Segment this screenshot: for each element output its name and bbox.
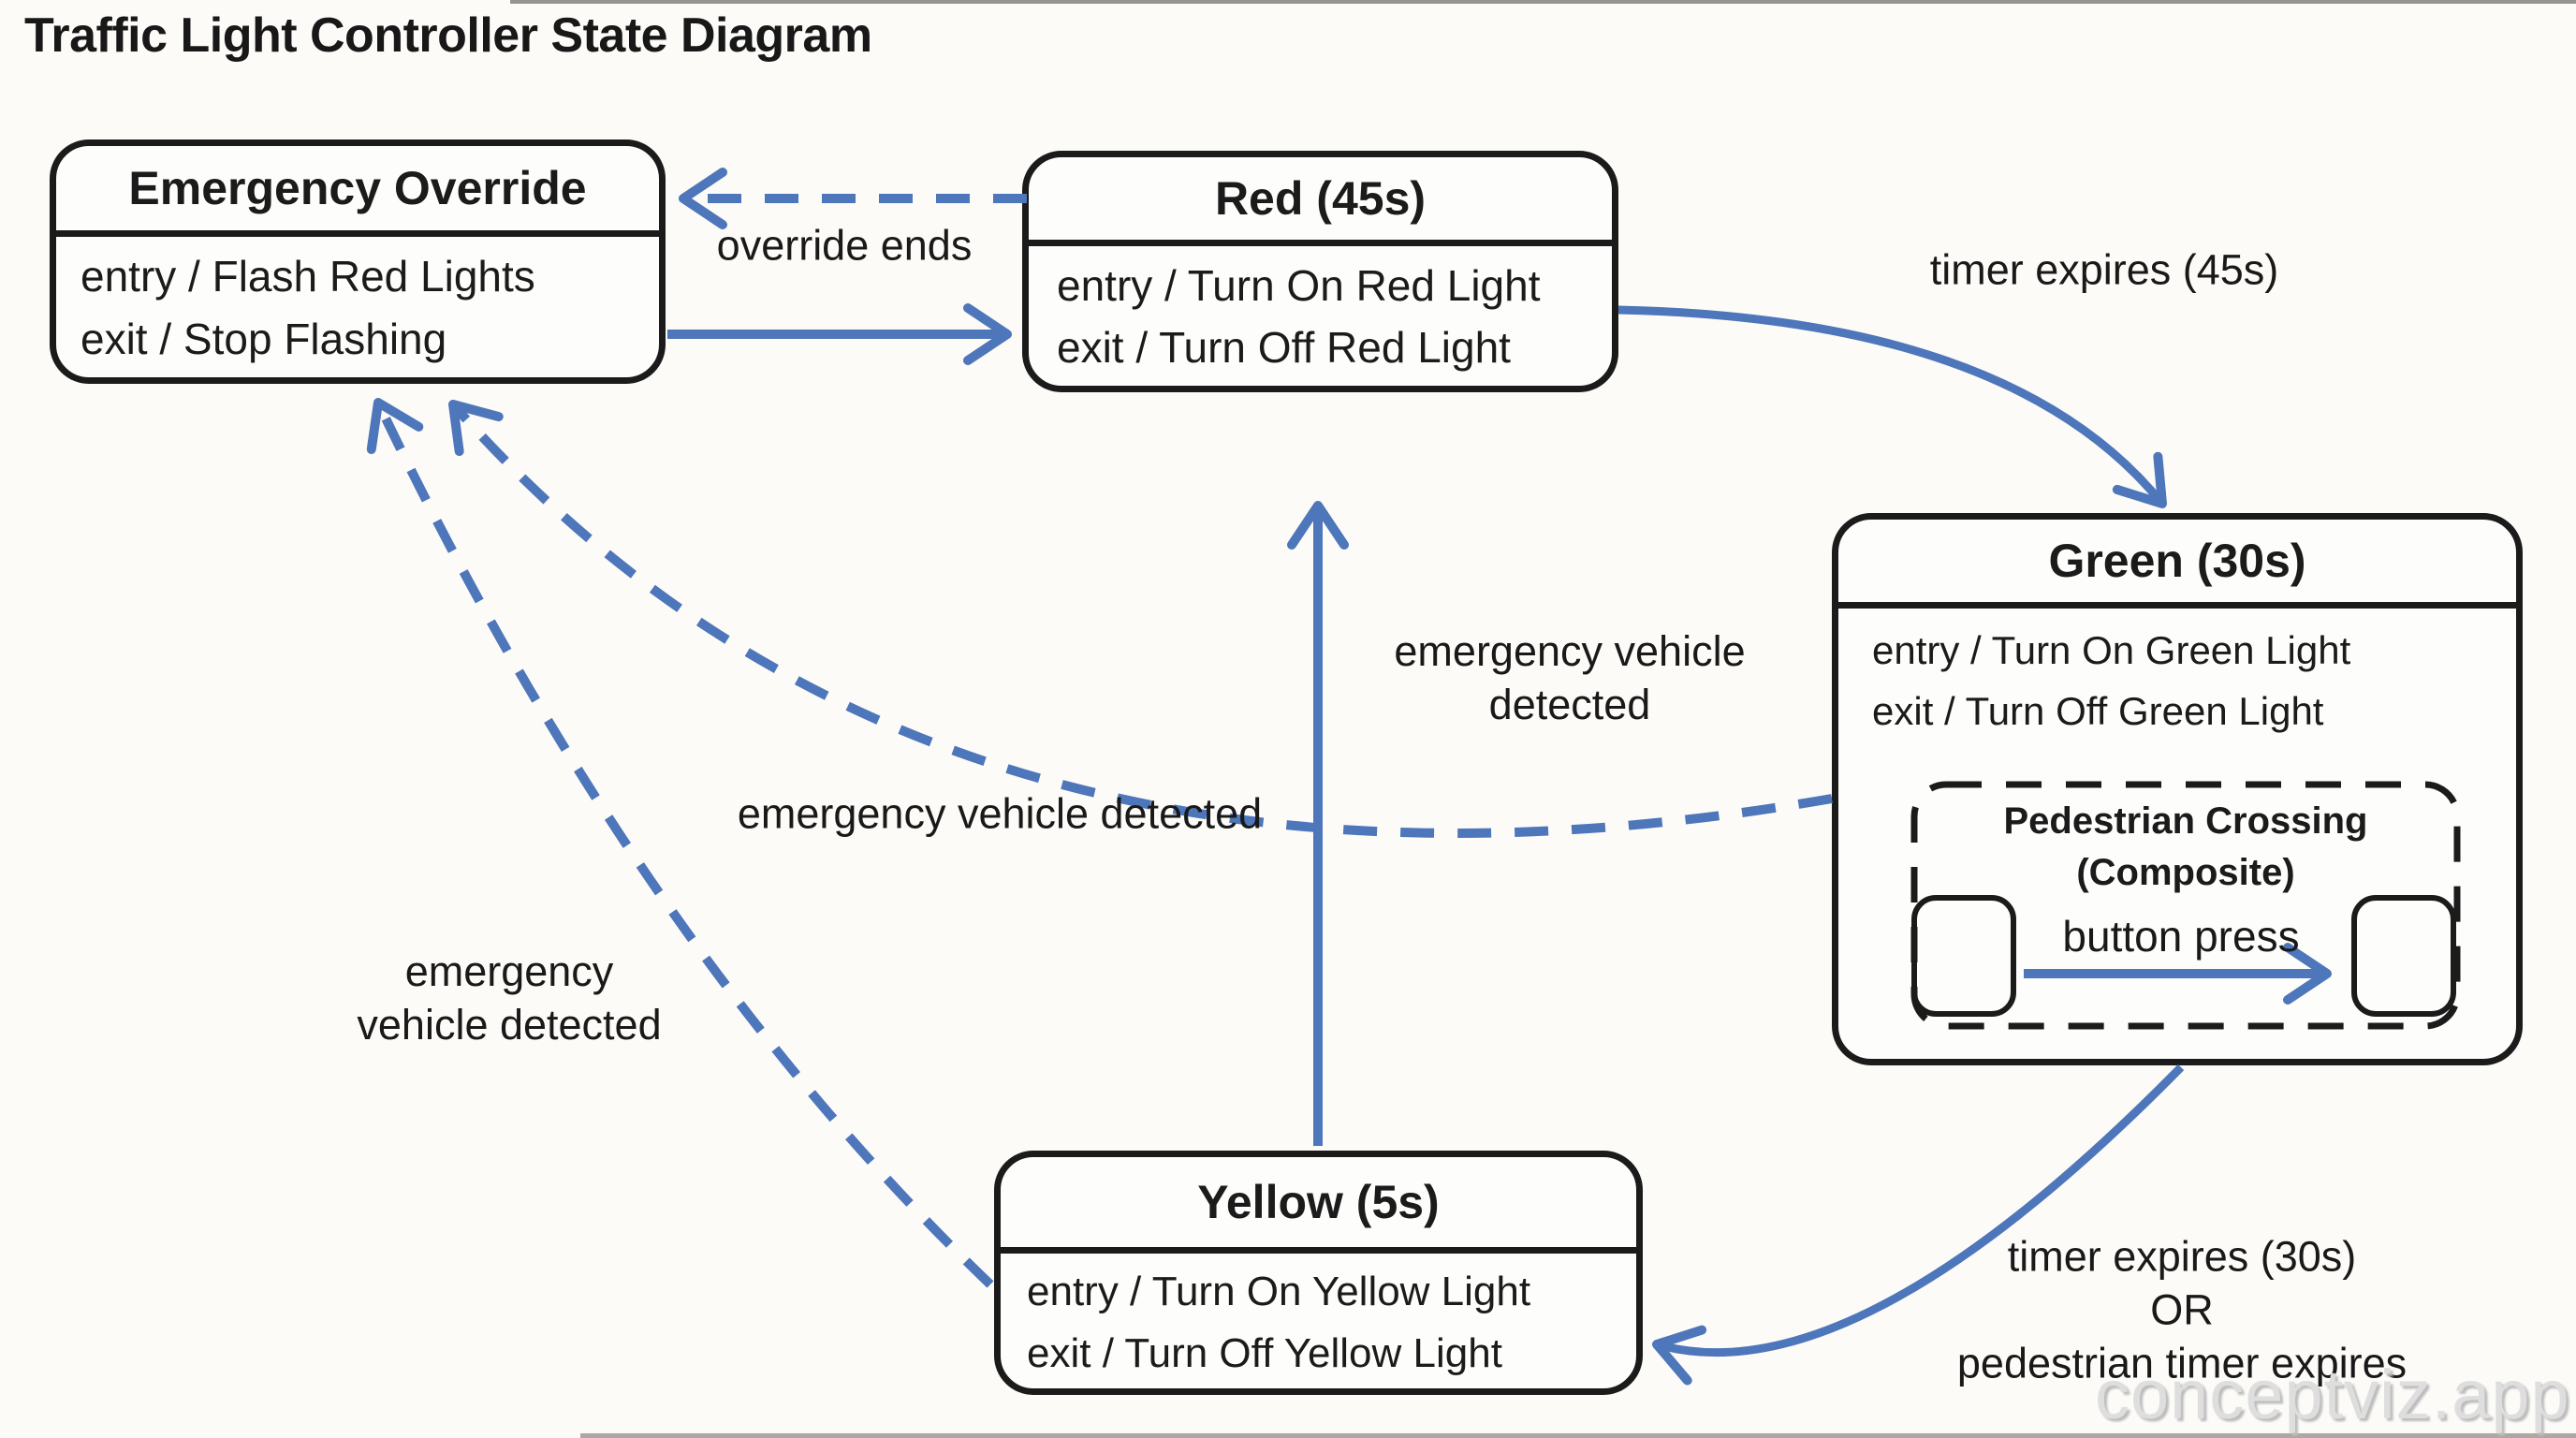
state-action-exit: exit / Turn Off Green Light	[1872, 689, 2324, 733]
scan-artifact-bottom	[580, 1433, 2576, 1438]
state-action-exit: exit / Turn Off Yellow Light	[1027, 1330, 1502, 1376]
state-action-entry: entry / Flash Red Lights	[80, 252, 535, 301]
state-title: Emergency Override	[56, 146, 659, 237]
label-emergency-vehicle-detected-right: emergency vehicle detected	[1394, 627, 1746, 728]
state-title: Red (45s)	[1029, 157, 1612, 246]
state-emergency-override: Emergency Override entry / Flash Red Lig…	[50, 139, 666, 384]
state-action-entry: entry / Turn On Yellow Light	[1027, 1269, 1531, 1314]
state-red: Red (45s) entry / Turn On Red Light exit…	[1022, 151, 1618, 392]
state-action-entry: entry / Turn On Green Light	[1872, 628, 2351, 672]
state-title: Green (30s)	[1838, 520, 2516, 609]
state-title: Yellow (5s)	[1001, 1157, 1636, 1254]
arrow-green-to-emergency-override	[448, 400, 1833, 838]
label-button-press: button press	[2062, 912, 2300, 961]
scan-artifact-top	[510, 0, 2576, 4]
composite-subtitle: (Composite)	[2076, 852, 2295, 893]
label-emergency-vehicle-detected-left: emergency vehicle detected	[357, 947, 662, 1049]
label-emergency-vehicle-detected-center: emergency vehicle detected	[737, 789, 1263, 838]
composite-dashed-border	[1910, 781, 2461, 1030]
arrow-green-to-yellow	[1652, 1064, 2185, 1386]
state-yellow: Yellow (5s) entry / Turn On Yellow Light…	[994, 1151, 1643, 1395]
label-timer-expires-45s: timer expires (45s)	[1929, 245, 2279, 294]
state-action-exit: exit / Stop Flashing	[80, 315, 447, 363]
composite-title: Pedestrian Crossing	[2003, 800, 2368, 842]
label-override-ends: override ends	[716, 221, 973, 270]
watermark: conceptviz.app	[2095, 1356, 2570, 1433]
arrow-yellow-to-emergency-override	[366, 398, 994, 1288]
arrow-red-to-green	[1617, 305, 2167, 508]
label-timer-expires-30s-or-pedestrian: timer expires (30s) OR pedestrian timer …	[1956, 1232, 2408, 1387]
state-action-exit: exit / Turn Off Red Light	[1057, 323, 1511, 372]
composite-pedestrian-crossing: Pedestrian Crossing (Composite)	[1914, 785, 2457, 1026]
state-action-entry: entry / Turn On Red Light	[1057, 261, 1541, 310]
pedestrian-substate-right	[2351, 895, 2456, 1017]
page-title: Traffic Light Controller State Diagram	[24, 8, 872, 63]
